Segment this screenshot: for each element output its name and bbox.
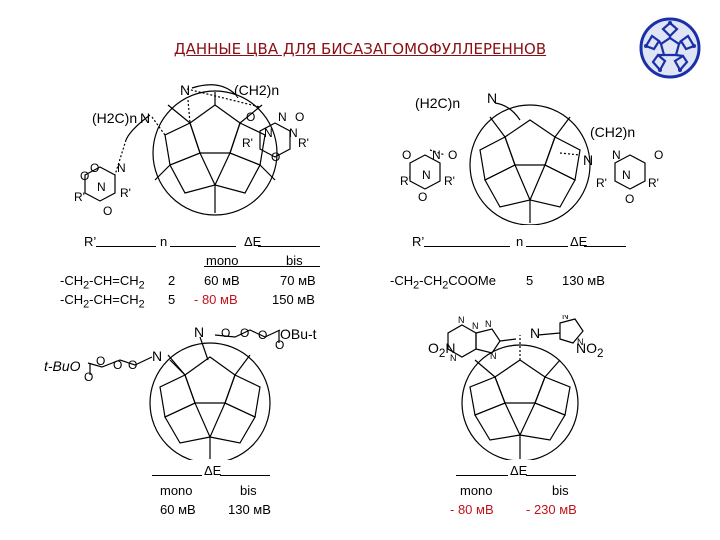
t1-row2-n: 5 xyxy=(168,292,176,307)
structure-4-fullerene: NNN NNN N xyxy=(447,315,584,460)
t2-header-r: R’ xyxy=(412,234,425,249)
t1-row2-bis: 150 мВ xyxy=(272,292,315,307)
svg-text:O: O xyxy=(448,148,457,162)
fullerene-icon xyxy=(639,17,701,79)
s2-ch2n-right-label: (CH2)n xyxy=(590,124,636,140)
svg-text:R': R' xyxy=(648,176,659,190)
svg-text:O: O xyxy=(275,338,284,352)
t4-sub-mono: mono xyxy=(460,483,493,498)
s2-n-right-label: N xyxy=(583,152,594,168)
svg-text:N: N xyxy=(577,337,584,347)
svg-text:N: N xyxy=(289,126,298,140)
s4-n-label: N xyxy=(530,325,541,341)
t2-header-de: ΔE xyxy=(570,234,588,249)
svg-text:R': R' xyxy=(120,186,131,200)
svg-text:R': R' xyxy=(444,174,455,188)
svg-text:O: O xyxy=(84,370,93,384)
s3-tbuo-label: t-BuO xyxy=(44,358,81,374)
page-title: ДАННЫЕ ЦВА ДЛЯ БИСАЗАГОМОФУЛЛЕРЕННОВ xyxy=(173,40,547,58)
svg-text:N: N xyxy=(97,180,106,194)
t3-sub-mono: mono xyxy=(160,483,193,498)
t1-row1-r: -CH2-CH=CH2 xyxy=(60,273,145,292)
svg-text:O: O xyxy=(271,150,280,164)
s1-ch2n-left-label: (H2C)n xyxy=(92,110,138,126)
svg-text:R': R' xyxy=(298,136,309,150)
s4-o2n-label: O2N xyxy=(428,340,456,360)
s1-n-left-label: N xyxy=(140,110,151,126)
svg-text:N: N xyxy=(117,161,126,175)
t2-header-n: n xyxy=(516,234,524,249)
svg-text:N: N xyxy=(490,351,497,361)
t4-bis: - 230 мВ xyxy=(526,502,577,517)
svg-text:O: O xyxy=(240,326,249,340)
svg-text:N: N xyxy=(278,110,287,124)
t3-bis: 130 мВ xyxy=(228,502,271,517)
t1-row2-r: -CH2-CH=CH2 xyxy=(60,292,145,311)
t1-header-n: n xyxy=(160,234,168,249)
s3-obu-label: OBu-t xyxy=(280,326,317,342)
svg-text:O: O xyxy=(402,148,411,162)
t2-row1-n: 5 xyxy=(526,273,534,288)
svg-text:O: O xyxy=(221,326,230,340)
t3-header-de: ΔE xyxy=(204,463,222,478)
svg-text:O: O xyxy=(258,328,267,342)
s1-ch2n-top-label: (CH2)n xyxy=(234,82,280,98)
svg-text:O: O xyxy=(295,110,304,124)
s4-no2-label: NO2 xyxy=(576,340,604,360)
svg-text:O: O xyxy=(103,204,112,218)
svg-text:O: O xyxy=(96,354,105,368)
s1-n-top-label: N xyxy=(180,82,191,98)
t2-row1-r: -CH2-CH2COOMe xyxy=(390,273,496,292)
svg-text:O: O xyxy=(113,358,122,372)
t3-mono: 60 мВ xyxy=(160,502,196,517)
s2-ch2n-left-label: (H2C)n xyxy=(415,95,461,111)
t1-sub-bis: bis xyxy=(286,253,303,268)
t1-header-de: ΔE xyxy=(244,234,262,249)
t1-header-r: R’ xyxy=(84,234,97,249)
t3-sub-bis: bis xyxy=(240,483,257,498)
t1-sub-mono: mono xyxy=(206,253,239,268)
svg-text:O: O xyxy=(418,190,427,204)
svg-text:N: N xyxy=(562,315,569,321)
s2-n-top-label: N xyxy=(487,90,498,106)
svg-text:N: N xyxy=(458,315,465,325)
svg-text:N: N xyxy=(612,148,621,162)
svg-text:O: O xyxy=(246,110,255,124)
svg-text:N: N xyxy=(432,148,441,162)
svg-text:O: O xyxy=(625,192,634,206)
t4-sub-bis: bis xyxy=(552,483,569,498)
svg-text:R': R' xyxy=(596,176,607,190)
t1-row1-n: 2 xyxy=(168,273,176,288)
svg-text:N: N xyxy=(622,168,631,182)
svg-text:R': R' xyxy=(242,136,253,150)
svg-text:N: N xyxy=(450,353,457,363)
svg-text:R': R' xyxy=(74,190,85,204)
t2-row1-de: 130 мВ xyxy=(562,273,605,288)
t4-header-de: ΔE xyxy=(510,463,528,478)
s3-n-top-label: N xyxy=(194,324,205,340)
t1-row1-mono: 60 мВ xyxy=(204,273,240,288)
svg-text:N: N xyxy=(264,126,273,140)
t4-mono: - 80 мВ xyxy=(450,502,494,517)
svg-text:N: N xyxy=(422,168,431,182)
svg-text:O: O xyxy=(90,161,99,175)
svg-text:O: O xyxy=(128,358,137,372)
svg-text:O: O xyxy=(80,169,89,183)
s3-n-left-label: N xyxy=(152,348,163,364)
svg-text:R': R' xyxy=(400,174,411,188)
t1-row1-bis: 70 мВ xyxy=(280,273,316,288)
svg-text:O: O xyxy=(654,148,663,162)
svg-text:N: N xyxy=(485,319,492,329)
svg-text:N: N xyxy=(472,321,479,331)
t1-row2-mono: - 80 мВ xyxy=(194,292,238,307)
